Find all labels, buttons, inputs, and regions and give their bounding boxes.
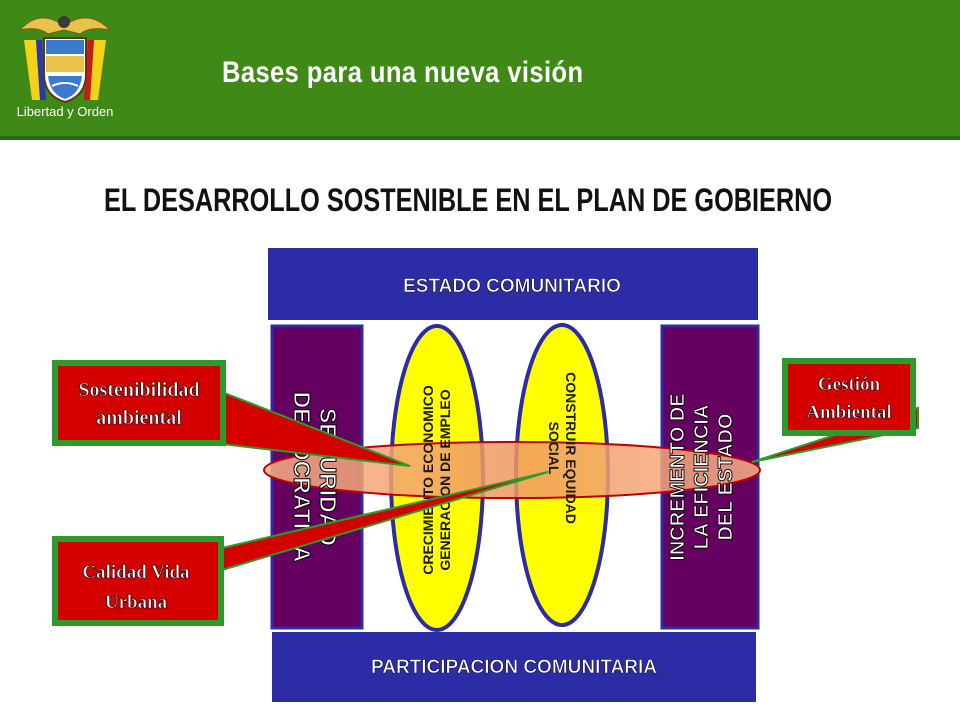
participacion-comunitaria-box bbox=[272, 632, 756, 702]
sostenibilidad-callout-box bbox=[58, 366, 220, 440]
calidad-callout-box bbox=[58, 542, 218, 620]
crecimiento-economico-text: CRECIMIENTO ECONOMICO GENERACION DE EMPL… bbox=[420, 385, 453, 575]
gestion-callout-box bbox=[788, 364, 910, 430]
calidad-line-1: Calidad Vida bbox=[82, 562, 190, 583]
sostenibilidad-callout: Sostenibilidad ambiental bbox=[52, 360, 226, 446]
construir-line-2: SOCIAL bbox=[546, 422, 562, 475]
sostenibilidad-line-2: ambiental bbox=[96, 407, 182, 429]
header-bar bbox=[0, 0, 960, 136]
estado-comunitario-box bbox=[268, 248, 758, 320]
incremento-line-3: DEL ESTADO bbox=[715, 413, 737, 540]
construir-line-1: CONSTRUIR EQUIDAD bbox=[563, 372, 579, 524]
incremento-eficiencia-text: INCREMENTO DE LA EFICIENCIA DEL ESTADO bbox=[667, 393, 738, 561]
gestion-line-2: Ambiental bbox=[806, 402, 892, 423]
coat-of-arms-logo: Libertad y Orden bbox=[0, 0, 130, 136]
calidad-callout: Calidad Vida Urbana bbox=[52, 536, 224, 626]
slide-subtitle: EL DESARROLLO SOSTENIBLE EN EL PLAN DE G… bbox=[104, 182, 833, 218]
incremento-line-2: LA EFICIENCIA bbox=[691, 405, 713, 550]
page-title: Bases para una nueva visión bbox=[222, 56, 584, 89]
crecimiento-line-1: CRECIMIENTO ECONOMICO bbox=[420, 385, 436, 575]
participacion-comunitaria-label: PARTICIPACION COMUNITARIA bbox=[371, 657, 657, 678]
estado-comunitario-label: ESTADO COMUNITARIO bbox=[403, 276, 621, 297]
gestion-line-1: Gestión bbox=[818, 374, 881, 395]
header-divider bbox=[0, 136, 960, 140]
sostenibilidad-line-1: Sostenibilidad bbox=[78, 379, 199, 401]
incremento-line-1: INCREMENTO DE bbox=[667, 393, 689, 560]
construir-equidad-text: CONSTRUIR EQUIDAD SOCIAL bbox=[546, 372, 579, 524]
sustainability-band-ellipse bbox=[263, 441, 761, 499]
crecimiento-line-2: GENERACION DE EMPLEO bbox=[437, 389, 453, 570]
calidad-line-2: Urbana bbox=[105, 592, 168, 613]
logo-motto: Libertad y Orden bbox=[16, 104, 114, 119]
gestion-callout: Gestión Ambiental bbox=[782, 358, 916, 436]
